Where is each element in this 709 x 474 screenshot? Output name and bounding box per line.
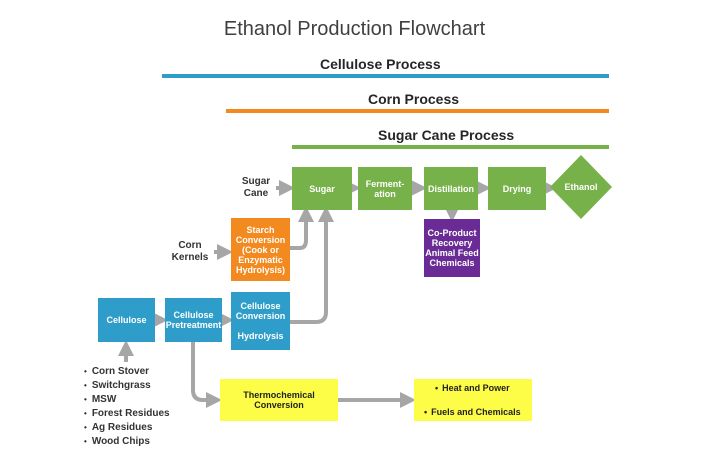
cellulose-process-bar [162,74,609,78]
starch-conversion-box: Starch Conversion (Cook or Enzymatic Hyd… [231,218,290,281]
feedstock-item: Switchgrass [84,379,170,393]
fermentation-box: Ferment- ation [358,167,412,210]
feedstock-item: Wood Chips [84,435,170,449]
output-item: Fuels and Chemicals [424,406,521,418]
feedstock-list: Corn Stover Switchgrass MSW Forest Resid… [84,365,170,449]
ethanol-diamond-shape [550,155,612,219]
distillation-box: Distillation [424,167,478,210]
feedstock-item: Forest Residues [84,407,170,421]
sugar-cane-process-label: Sugar Cane Process [378,127,515,143]
flowchart-title: Ethanol Production Flowchart [223,18,486,40]
outputs-list: Heat and Power Fuels and Chemicals [424,370,521,430]
cellulose-pretreatment-box: Cellulose Pretreatment [165,298,222,342]
drying-box: Drying [488,167,546,210]
sugar-box: Sugar [292,167,352,210]
sugar-cane-input-label: Sugar Cane [241,176,271,199]
arrow-pretreatment-to-thermo [191,342,222,408]
corn-process-label: Corn Process [368,91,460,107]
output-item: Heat and Power [424,382,521,394]
feedstock-item: MSW [84,393,170,407]
cellulose-box: Cellulose [98,298,155,342]
ethanol-node: Ethanol [550,155,612,219]
corn-kernels-input-label: Corn Kernels [171,240,209,263]
co-product-box: Co-Product Recovery Animal Feed Chemical… [424,219,480,277]
ethanol-label: Ethanol [564,182,598,192]
arrow-cellconv-to-sugar [290,206,334,324]
cellulose-conversion-box: Cellulose Conversion Hydrolysis [231,292,290,350]
feedstock-item: Ag Residues [84,421,170,435]
thermochemical-conversion-box: Thermochemical Conversion [220,379,338,421]
corn-process-bar [226,109,609,113]
feedstock-item: Corn Stover [84,365,170,379]
cellulose-process-label: Cellulose Process [320,56,441,72]
arrow-starch-to-sugar [290,206,314,250]
outputs-box: Heat and Power Fuels and Chemicals [414,379,532,421]
sugar-cane-process-bar [292,145,609,149]
